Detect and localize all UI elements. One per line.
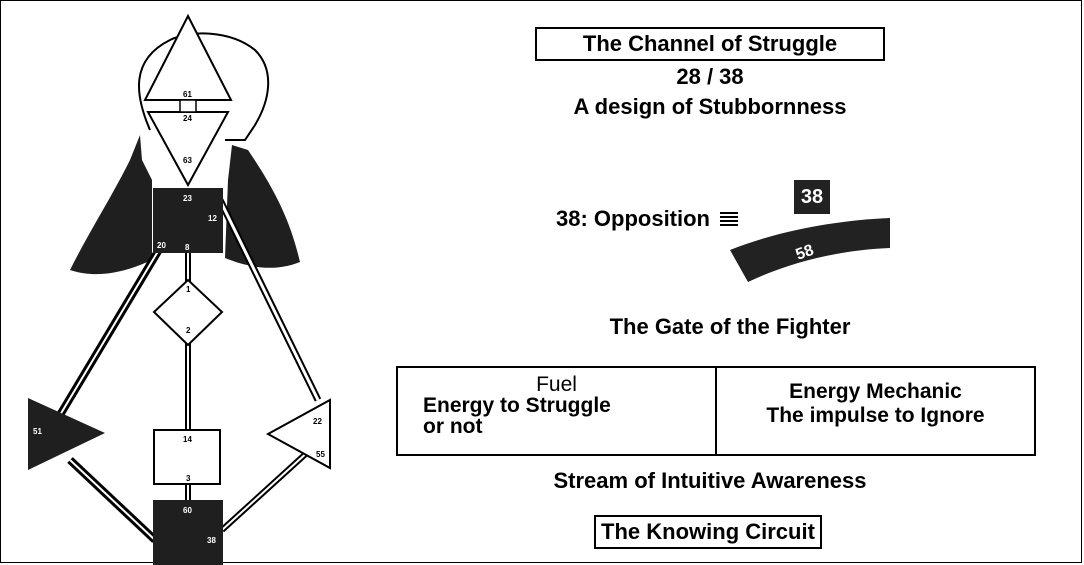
gate-number-root-right: 38 bbox=[207, 536, 216, 545]
wheel-arc-number: 58 bbox=[794, 242, 817, 264]
gate-number-sacral-bottom: 3 bbox=[186, 474, 191, 483]
gate-number-spleen-bottom: 55 bbox=[316, 450, 325, 459]
mechanic-cell: Energy Mechanic The impulse to Ignore bbox=[717, 368, 1034, 454]
bodygraph-diagram: 61 24 63 23 12 20 8 1 2 51 14 3 60 38 22… bbox=[28, 13, 331, 565]
gate-number-head: 61 bbox=[183, 90, 192, 99]
root-center bbox=[153, 500, 223, 565]
gate-number-sacral-top: 14 bbox=[183, 435, 192, 444]
gate-number-ajna-top: 24 bbox=[183, 114, 192, 123]
wheel-arc: 58 bbox=[730, 218, 890, 282]
gate-number-heart: 51 bbox=[33, 427, 42, 436]
gate-number-g-bottom: 2 bbox=[186, 326, 191, 335]
gate-number-root-top: 60 bbox=[183, 506, 192, 515]
g-center bbox=[152, 278, 224, 347]
gate-number-ajna-bottom: 63 bbox=[183, 156, 192, 165]
stream-label: Stream of Intuitive Awareness bbox=[553, 468, 867, 493]
fuel-cell: Fuel Energy to Struggle or not bbox=[398, 368, 717, 454]
gate-label-row: 38: Opposition bbox=[556, 205, 739, 232]
gate-label: 38: Opposition bbox=[556, 206, 710, 232]
gate-name: The Gate of the Fighter bbox=[609, 314, 851, 339]
gate-number-spleen-top: 22 bbox=[313, 417, 322, 426]
info-table: Fuel Energy to Struggle or not Energy Me… bbox=[396, 366, 1036, 456]
fuel-line-1: Energy to Struggle bbox=[423, 394, 611, 417]
channel-title: The Channel of Struggle bbox=[535, 27, 885, 61]
heart-center bbox=[28, 398, 105, 470]
mechanic-title: Energy Mechanic bbox=[789, 380, 962, 403]
channel-lines bbox=[56, 198, 322, 543]
mechanic-text: The impulse to Ignore bbox=[766, 404, 985, 427]
circuit-label: The Knowing Circuit bbox=[594, 515, 822, 549]
gate-number-throat-top: 23 bbox=[183, 194, 192, 203]
channel-numbers: 28 / 38 bbox=[676, 64, 744, 89]
right-hair-shape bbox=[225, 145, 300, 268]
gate-number-g-top: 1 bbox=[186, 285, 191, 294]
gate-number-throat-left: 20 bbox=[157, 241, 166, 250]
left-hair-shape bbox=[70, 135, 152, 275]
head-silhouette bbox=[138, 32, 270, 141]
trigram-icon bbox=[720, 212, 739, 227]
gate-number-throat-bottom: 8 bbox=[185, 243, 190, 252]
gate-number-throat-right: 12 bbox=[208, 214, 217, 223]
sacral-center bbox=[153, 429, 221, 485]
fuel-title: Fuel bbox=[536, 373, 577, 396]
gate-number-badge: 38 bbox=[794, 180, 830, 214]
throat-center bbox=[153, 188, 223, 253]
fuel-line-2: or not bbox=[423, 415, 483, 438]
channel-design: A design of Stubbornness bbox=[573, 94, 847, 119]
head-center bbox=[143, 13, 233, 101]
spleen-center bbox=[265, 398, 331, 470]
